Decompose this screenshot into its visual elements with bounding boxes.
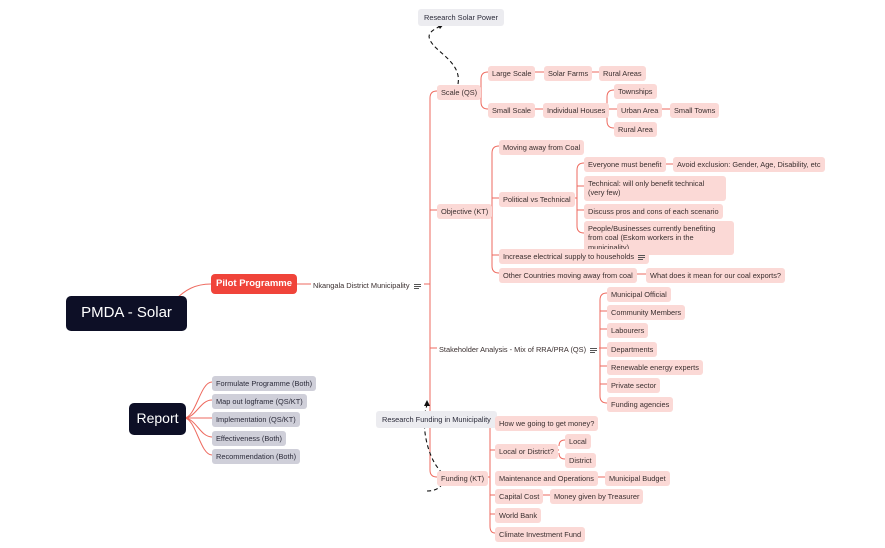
research-funding-node[interactable]: Research Funding in Municipality	[376, 411, 497, 429]
capital-cost-node[interactable]: Capital Cost	[495, 489, 544, 505]
rural-areas-node[interactable]: Rural Areas	[599, 66, 646, 82]
objective-node[interactable]: Objective (KT)	[437, 204, 493, 220]
pilot-programme-node[interactable]: Pilot Programme	[211, 274, 297, 294]
large-scale-node[interactable]: Large Scale	[488, 66, 536, 82]
stakeholder-item[interactable]: Community Members	[607, 305, 686, 321]
notes-icon	[590, 347, 598, 353]
discuss-pros-cons-node[interactable]: Discuss pros and cons of each scenario	[584, 204, 723, 220]
stakeholder-item[interactable]: Labourers	[607, 323, 649, 339]
treasurer-node[interactable]: Money given by Treasurer	[550, 489, 644, 505]
stakeholder-item[interactable]: Municipal Official	[607, 287, 671, 303]
funding-node[interactable]: Funding (KT)	[437, 471, 489, 487]
world-bank-node[interactable]: World Bank	[495, 508, 542, 524]
small-towns-node[interactable]: Small Towns	[670, 103, 720, 119]
individual-houses-node[interactable]: Individual Houses	[543, 103, 610, 119]
stakeholder-item[interactable]: Departments	[607, 342, 658, 358]
local-node[interactable]: Local	[565, 434, 591, 450]
other-countries-node[interactable]: Other Countries moving away from coal	[499, 268, 637, 284]
notes-icon	[413, 283, 421, 289]
stakeholder-item[interactable]: Private sector	[607, 378, 661, 394]
district-node[interactable]: District	[565, 453, 596, 469]
report-item[interactable]: Effectiveness (Both)	[212, 431, 286, 447]
technical-benefit-node[interactable]: Technical: will only benefit technical (…	[584, 176, 726, 201]
increase-supply-label: Increase electrical supply to households	[503, 252, 635, 261]
municipality-label: Nkangala District Municipality	[313, 281, 410, 290]
get-money-node[interactable]: How we going to get money?	[495, 416, 599, 432]
small-scale-node[interactable]: Small Scale	[488, 103, 536, 119]
report-item[interactable]: Recommendation (Both)	[212, 449, 301, 465]
urban-area-node[interactable]: Urban Area	[617, 103, 663, 119]
stakeholder-item[interactable]: Renewable energy experts	[607, 360, 703, 376]
report-node[interactable]: Report	[129, 403, 186, 435]
report-item[interactable]: Map out logframe (QS/KT)	[212, 394, 307, 410]
stakeholder-analysis-label: Stakeholder Analysis - Mix of RRA/PRA (Q…	[439, 345, 587, 354]
moving-away-from-coal-node[interactable]: Moving away from Coal	[499, 140, 585, 156]
municipality-node[interactable]: Nkangala District Municipality	[311, 278, 423, 294]
notes-icon	[638, 254, 646, 260]
political-vs-technical-node[interactable]: Political vs Technical	[499, 192, 575, 208]
increase-supply-node[interactable]: Increase electrical supply to households	[499, 249, 650, 265]
maintenance-node[interactable]: Maintenance and Operations	[495, 471, 598, 487]
rural-area-node[interactable]: Rural Area	[614, 122, 657, 138]
everyone-must-benefit-node[interactable]: Everyone must benefit	[584, 157, 666, 173]
report-item[interactable]: Formulate Programme (Both)	[212, 376, 317, 392]
research-solar-node[interactable]: Research Solar Power	[418, 9, 504, 27]
townships-node[interactable]: Townships	[614, 84, 657, 100]
avoid-exclusion-node[interactable]: Avoid exclusion: Gender, Age, Disability…	[673, 157, 825, 173]
coal-exports-node[interactable]: What does it mean for our coal exports?	[646, 268, 786, 284]
scale-node[interactable]: Scale (QS)	[437, 85, 482, 101]
solar-farms-node[interactable]: Solar Farms	[544, 66, 593, 82]
stakeholder-analysis-node[interactable]: Stakeholder Analysis - Mix of RRA/PRA (Q…	[437, 342, 600, 358]
local-or-district-node[interactable]: Local or District?	[495, 444, 559, 460]
root-node[interactable]: PMDA - Solar	[66, 296, 187, 331]
stakeholder-item[interactable]: Funding agencies	[607, 397, 674, 413]
report-item[interactable]: Implementation (QS/KT)	[212, 412, 300, 428]
municipal-budget-node[interactable]: Municipal Budget	[605, 471, 670, 487]
climate-fund-node[interactable]: Climate Investment Fund	[495, 527, 586, 543]
